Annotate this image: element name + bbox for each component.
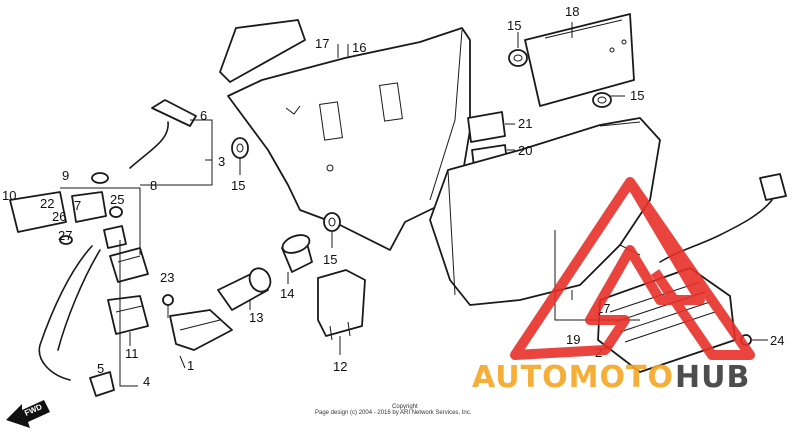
cable-5-4 xyxy=(38,245,115,397)
label-part-18: 18 xyxy=(565,4,579,19)
part-21-label xyxy=(467,111,506,143)
label-part-16: 16 xyxy=(352,40,366,55)
part-17-flap xyxy=(219,19,306,83)
copyright-line-1: Copyright xyxy=(392,404,418,410)
part-11-holder xyxy=(107,295,149,335)
part-6-bracket xyxy=(129,99,197,169)
part-12-bag xyxy=(317,269,366,341)
label-part-13: 13 xyxy=(249,310,263,325)
label-part-25: 25 xyxy=(110,192,124,207)
part-1-bracket xyxy=(169,309,233,351)
grommet-15-c xyxy=(323,212,341,232)
part-9-relay xyxy=(109,247,149,283)
label-part-15-right: 15 xyxy=(630,88,644,103)
label-part-10: 10 xyxy=(2,188,16,203)
label-part-22: 22 xyxy=(40,196,54,211)
label-part-23: 23 xyxy=(160,270,174,285)
label-part-20: 20 xyxy=(518,143,532,158)
label-part-26: 26 xyxy=(52,209,66,224)
label-part-27: 27 xyxy=(58,228,72,243)
label-part-24: 24 xyxy=(770,333,784,348)
watermark-text-hub: HUB xyxy=(675,360,750,395)
watermark-text-automoto: AUTOMOTO xyxy=(472,360,674,395)
label-part-12: 12 xyxy=(333,359,347,374)
label-part-8: 8 xyxy=(150,178,157,193)
label-part-11: 11 xyxy=(125,346,139,361)
label-part-15-mid: 15 xyxy=(323,252,337,267)
label-part-14: 14 xyxy=(280,286,294,301)
label-part-19: 19 xyxy=(566,332,580,347)
grommet-15-a xyxy=(508,49,528,67)
label-part-15-top: 15 xyxy=(507,18,521,33)
fwd-arrow: FWD xyxy=(6,400,50,428)
part-18-emblem xyxy=(524,13,635,107)
label-part-5: 5 xyxy=(97,361,104,376)
label-part-4: 4 xyxy=(143,374,150,389)
label-part-21: 21 xyxy=(518,116,532,131)
label-part-9: 9 xyxy=(62,168,69,183)
part-13-cylinder xyxy=(217,267,272,311)
part-23-nut xyxy=(162,294,174,306)
grommet-15-b xyxy=(231,137,249,159)
automotohub-watermark: AUTOMOTO HUB xyxy=(472,177,755,395)
leader-lines xyxy=(60,22,768,387)
label-part-17-top: 17 xyxy=(315,36,329,51)
part-14-cap xyxy=(281,234,313,273)
side-cover-lower xyxy=(429,117,661,306)
label-part-6: 6 xyxy=(200,108,207,123)
relay-cluster-left xyxy=(9,191,127,249)
copyright-line-2: Page design (c) 2004 - 2016 by ARI Netwo… xyxy=(315,410,472,416)
grommet-15-d xyxy=(592,92,612,108)
part-8-clip xyxy=(91,172,109,184)
label-part-7: 7 xyxy=(74,198,81,213)
label-part-3: 3 xyxy=(218,154,225,169)
label-part-1: 1 xyxy=(187,358,194,373)
label-part-15-left: 15 xyxy=(231,178,245,193)
